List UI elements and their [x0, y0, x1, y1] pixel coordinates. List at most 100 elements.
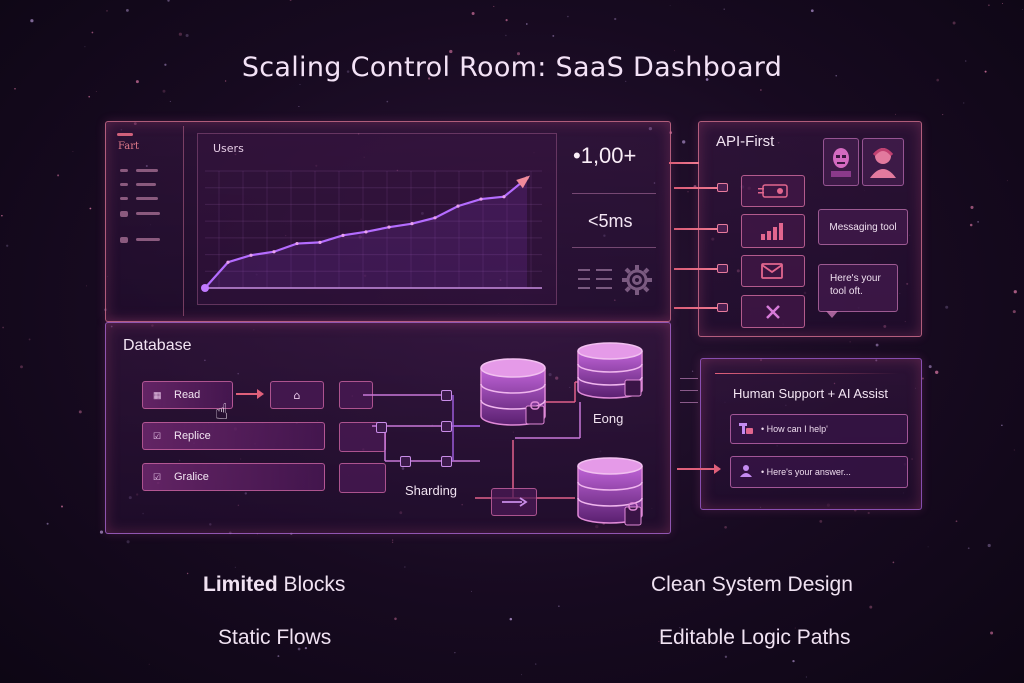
- star: [454, 652, 456, 654]
- list-icon[interactable]: [576, 266, 616, 294]
- replicate-button-label: Replice: [174, 430, 211, 442]
- api-close-button[interactable]: [741, 295, 805, 328]
- user-icon: [739, 464, 753, 480]
- sidebar-item-icon[interactable]: [120, 237, 128, 243]
- home-node[interactable]: ⌂: [270, 381, 324, 409]
- human-agent-avatar[interactable]: [862, 138, 904, 186]
- star: [2, 326, 4, 329]
- api-connector: [674, 307, 719, 309]
- robot-avatar[interactable]: [823, 138, 859, 186]
- api-endpoint-button[interactable]: [741, 175, 805, 207]
- sidebar-item[interactable]: [136, 212, 160, 215]
- star: [14, 88, 16, 90]
- star: [86, 285, 87, 287]
- sidebar-item-icon[interactable]: [120, 169, 128, 172]
- star: [964, 60, 967, 62]
- feature-editable-paths: Editable Logic Paths: [659, 626, 851, 649]
- star: [724, 655, 728, 658]
- star: [552, 34, 555, 37]
- users-data-point: [502, 195, 506, 199]
- feature-limited-rest: Blocks: [277, 573, 346, 596]
- star: [988, 4, 990, 7]
- star: [89, 207, 92, 210]
- stat-divider: [572, 193, 656, 194]
- star: [30, 19, 34, 23]
- star: [135, 80, 139, 84]
- star: [955, 520, 958, 523]
- junction-node: [441, 421, 452, 432]
- database-title: Database: [123, 337, 192, 354]
- api-connector: [669, 162, 699, 164]
- sidebar-item[interactable]: [136, 169, 158, 172]
- sidebar-item-icon[interactable]: [120, 197, 128, 200]
- replicate-button[interactable]: ☑ Replice: [142, 422, 325, 450]
- star: [46, 522, 49, 525]
- gear-icon[interactable]: [620, 263, 654, 297]
- star: [1002, 3, 1003, 4]
- users-data-point: [433, 216, 437, 220]
- star: [625, 80, 627, 83]
- users-data-point: [341, 233, 345, 237]
- bar-chart-icon: [761, 223, 783, 240]
- page-title: Scaling Control Room: SaaS Dashboard: [241, 52, 783, 83]
- api-analytics-button[interactable]: [741, 214, 805, 248]
- star: [945, 305, 949, 309]
- star: [6, 244, 9, 247]
- api-mail-button[interactable]: [741, 255, 805, 287]
- users-data-point: [249, 253, 253, 257]
- help-prompt-field[interactable]: • How can I help': [730, 414, 908, 444]
- star: [760, 89, 762, 91]
- star: [723, 8, 725, 10]
- sharding-label: Sharding: [405, 483, 458, 498]
- arrow-head-icon: [257, 389, 264, 399]
- check-icon: ☑: [153, 430, 162, 441]
- sidebar-item[interactable]: [136, 197, 158, 200]
- read-button[interactable]: ▦Read: [142, 381, 233, 409]
- star: [674, 50, 676, 52]
- shard-database-icon[interactable]: [575, 457, 645, 533]
- sidebar-item-icon[interactable]: [120, 211, 128, 217]
- star: [391, 541, 394, 543]
- star: [20, 365, 23, 369]
- star: [990, 631, 994, 635]
- shard-node[interactable]: [339, 463, 386, 493]
- primary-database-icon[interactable]: [478, 358, 548, 434]
- users-data-point: [364, 230, 368, 234]
- star: [792, 659, 795, 663]
- star: [614, 17, 617, 21]
- sidebar-item[interactable]: [136, 238, 160, 241]
- menu-icon[interactable]: [117, 133, 133, 136]
- users-data-point: [387, 225, 391, 229]
- star: [169, 100, 171, 102]
- api-connector: [674, 268, 719, 270]
- star: [167, 0, 170, 2]
- mail-icon: [761, 263, 783, 279]
- star: [928, 365, 932, 369]
- messaging-tool-bubble[interactable]: Messaging tool: [818, 209, 908, 245]
- star: [724, 525, 727, 529]
- gralice-button[interactable]: ☑ Gralice: [142, 463, 325, 491]
- star: [895, 113, 896, 115]
- connector-node: [717, 264, 728, 273]
- answer-field[interactable]: • Here's your answer...: [730, 456, 908, 488]
- users-chart: [201, 170, 542, 292]
- star: [679, 627, 681, 629]
- feature-clean-design: Clean System Design: [651, 573, 853, 596]
- sidebar-item-icon[interactable]: [120, 183, 128, 186]
- shard-route-node[interactable]: [491, 488, 537, 516]
- star: [726, 631, 729, 634]
- arrow-head-icon: [714, 464, 721, 474]
- star: [186, 572, 189, 575]
- users-data-point: [479, 197, 483, 201]
- star: [277, 655, 280, 658]
- check-icon: ☑: [153, 471, 162, 482]
- replica-database-icon[interactable]: [575, 342, 645, 408]
- star: [687, 191, 689, 193]
- reply-bubble[interactable]: Here's your tool oft.: [818, 264, 898, 312]
- users-data-point: [410, 222, 414, 226]
- origin-glow: [201, 284, 209, 292]
- star: [304, 646, 308, 650]
- gralice-button-label: Gralice: [174, 471, 209, 483]
- star: [952, 21, 956, 25]
- sidebar-item[interactable]: [136, 183, 156, 186]
